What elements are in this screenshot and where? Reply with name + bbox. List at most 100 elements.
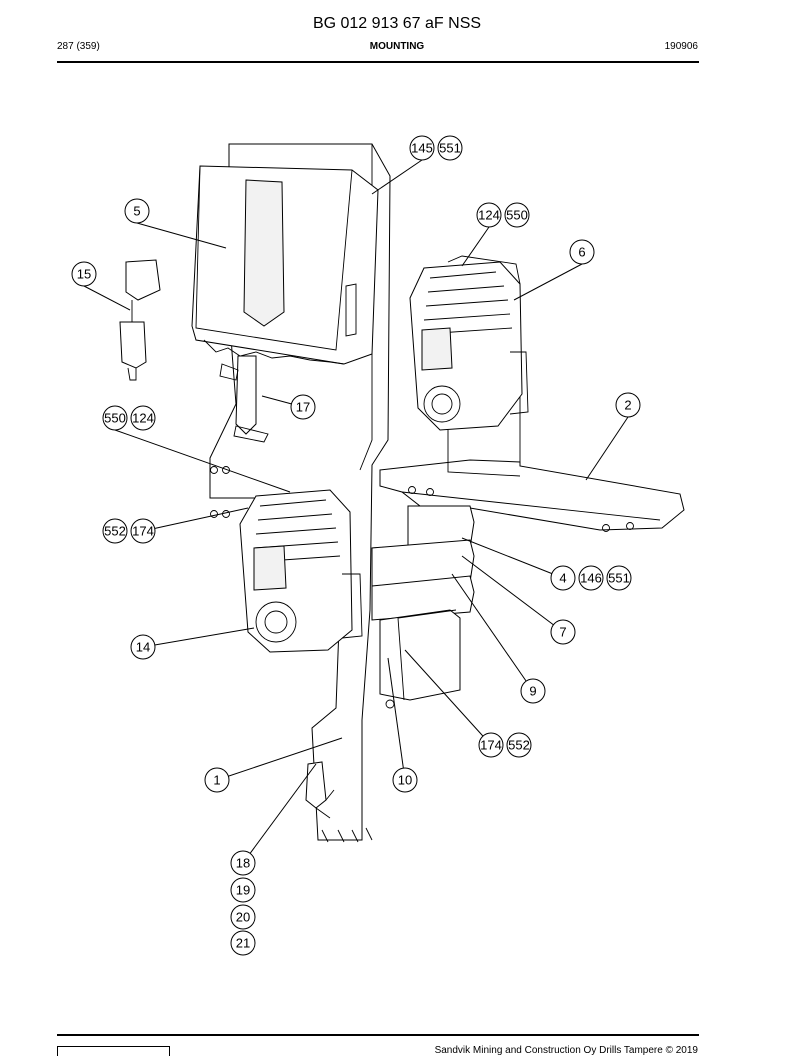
callout-label: 550 (506, 208, 528, 223)
callout-label: 124 (478, 208, 500, 223)
callout-label: 124 (132, 411, 154, 426)
callout-balloon: 20 (230, 904, 256, 930)
callout-label: 145 (411, 141, 433, 156)
control-box (191, 165, 379, 365)
callout-circle (520, 678, 546, 704)
leader-line (242, 763, 317, 864)
callout-balloon: 174 (130, 518, 156, 544)
footer-copyright: Sandvik Mining and Construction Oy Drill… (434, 1045, 698, 1056)
callout-circle (615, 392, 641, 418)
callout-balloon: 550 (504, 202, 530, 228)
callout-circle (506, 732, 532, 758)
callout-balloon: 2 (615, 392, 641, 418)
callout-balloon: 174 (478, 732, 504, 758)
callout-balloon: 21 (230, 930, 256, 956)
callout-circle (230, 904, 256, 930)
callout-label: 550 (104, 411, 126, 426)
callout-circle (130, 634, 156, 660)
callout-circle (130, 405, 156, 431)
callout-label: 6 (578, 245, 585, 260)
callout-circle (204, 767, 230, 793)
callout-circle (230, 850, 256, 876)
callout-balloon: 550 (102, 405, 128, 431)
leader-line (451, 573, 534, 692)
callout-balloon: 551 (437, 135, 463, 161)
hose-fitting (235, 355, 257, 435)
callout-circle (102, 518, 128, 544)
callout-balloon: 124 (130, 405, 156, 431)
callout-balloon: 9 (520, 678, 546, 704)
callout-circle (124, 198, 150, 224)
leader-line (461, 555, 564, 633)
leader-line (142, 627, 255, 648)
callout-balloon: 145 (409, 135, 435, 161)
callout-label: 9 (529, 684, 536, 699)
callout-circle (230, 877, 256, 903)
callout-label: 15 (77, 267, 91, 282)
callout-label: 5 (133, 204, 140, 219)
callout-circle (290, 394, 316, 420)
block-7 (371, 539, 475, 591)
drain-valve (305, 761, 327, 809)
junction-box (379, 609, 461, 701)
callout-balloon: 1 (204, 767, 230, 793)
callout-circle (476, 202, 502, 228)
callout-label: 1 (213, 773, 220, 788)
callout-circle (230, 930, 256, 956)
leader-line (461, 226, 490, 267)
leader-line (461, 537, 564, 579)
drive-unit-upper (409, 261, 523, 431)
callout-circle (504, 202, 530, 228)
callout-balloon: 15 (71, 261, 97, 287)
header-rule (57, 61, 699, 63)
callout-label: 20 (236, 910, 250, 925)
callout-label: 19 (236, 883, 250, 898)
callout-label: 21 (236, 936, 250, 951)
leader-line (136, 222, 227, 249)
callout-balloon: 6 (569, 239, 595, 265)
callout-label: 18 (236, 856, 250, 871)
leader-line (387, 657, 406, 781)
callout-label: 2 (624, 398, 631, 413)
callout-balloon: 4 (550, 565, 576, 591)
footer-rule (57, 1034, 699, 1036)
callout-label: 146 (580, 571, 602, 586)
callout-label: 551 (439, 141, 461, 156)
callout-circle (102, 405, 128, 431)
block-9 (371, 575, 475, 621)
callout-circle (392, 767, 418, 793)
callout-circle (569, 239, 595, 265)
leader-line (142, 507, 249, 532)
callout-circle (550, 565, 576, 591)
callout-balloon: 14 (130, 634, 156, 660)
leader-line (114, 429, 291, 493)
callout-balloon: 5 (124, 198, 150, 224)
callout-circle (71, 261, 97, 287)
callout-balloon: 551 (606, 565, 632, 591)
callout-balloon: 18 (230, 850, 256, 876)
callout-label: 4 (559, 571, 566, 586)
callout-balloon: 19 (230, 877, 256, 903)
callout-label: 17 (296, 400, 310, 415)
leader-line (585, 416, 629, 481)
company-logo (57, 1046, 170, 1056)
callout-balloon: 7 (550, 619, 576, 645)
callout-circle (130, 518, 156, 544)
callout-circle (578, 565, 604, 591)
leader-line (83, 285, 131, 311)
callout-label: 551 (608, 571, 630, 586)
valve-15 (125, 259, 161, 301)
callout-circle (437, 135, 463, 161)
leader-line (216, 737, 343, 781)
callout-label: 7 (559, 625, 566, 640)
section-title: MOUNTING (369, 41, 425, 52)
page-number: 287 (359) (57, 41, 100, 52)
document-title: BG 012 913 67 aF NSS (312, 15, 482, 32)
callout-circle (478, 732, 504, 758)
leader-line (513, 263, 583, 301)
drive-unit-lower (239, 489, 353, 653)
callout-label: 14 (136, 640, 150, 655)
callout-label: 552 (508, 738, 530, 753)
drawing-parts (119, 143, 685, 843)
